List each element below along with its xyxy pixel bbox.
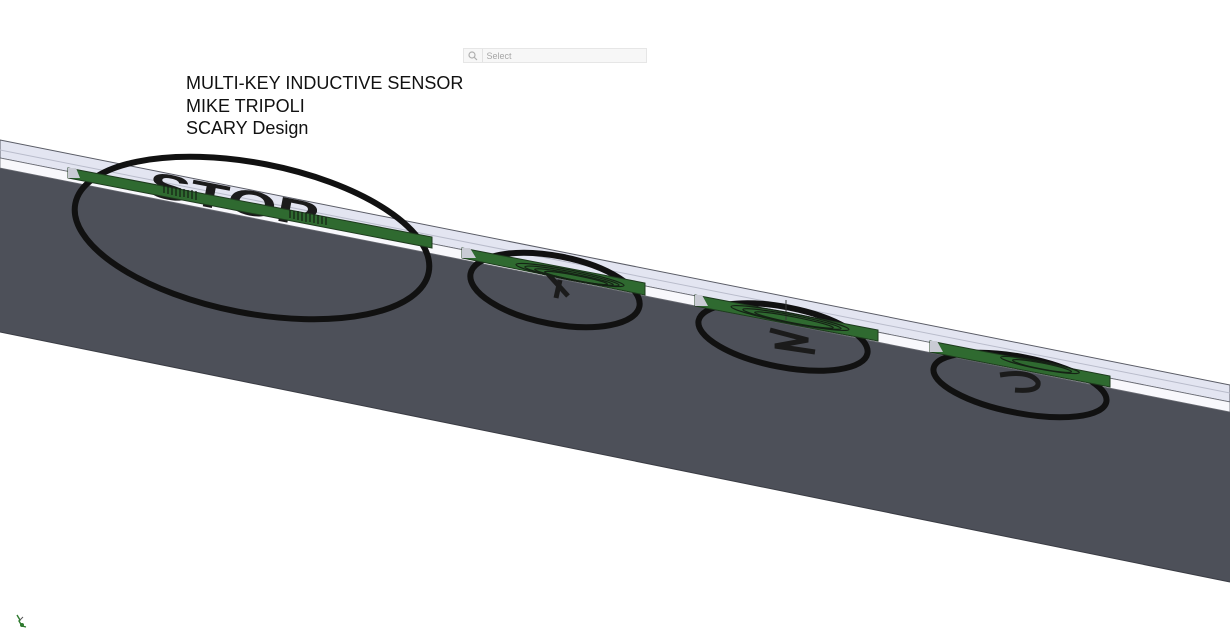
key-stop-ring [71, 153, 433, 323]
command-search-box[interactable] [463, 48, 647, 63]
title-line-1: MULTI-KEY INDUCTIVE SENSOR [186, 73, 464, 93]
key-1-pcb-end [462, 248, 476, 258]
title-note[interactable]: MULTI-KEY INDUCTIVE SENSOR MIKE TRIPOLI … [186, 72, 463, 140]
board-body [0, 165, 1230, 582]
key-2-label [769, 327, 816, 355]
key-stop-pcb-end [68, 168, 80, 178]
title-line-2: MIKE TRIPOLI [186, 95, 305, 116]
key-3-pcb-end [930, 341, 943, 352]
key-2 [694, 294, 879, 374]
key-1 [461, 247, 646, 331]
top-plate-inner-line [0, 149, 1230, 394]
board-bottom-edge [0, 331, 1230, 583]
key-2-pcb-end [695, 295, 708, 306]
key-stop-coil-b [289, 210, 327, 225]
key-3-coil [1000, 355, 1080, 375]
key-1-label [546, 272, 570, 299]
key-1-ring [467, 249, 643, 331]
title-line-3: SCARY Design [186, 118, 309, 138]
search-input[interactable] [482, 49, 646, 62]
key-2-ring [695, 300, 871, 374]
rebuild-status-icon[interactable] [14, 614, 28, 628]
key-3-label [999, 371, 1041, 393]
search-icon[interactable] [464, 49, 483, 62]
key-3-ring [930, 349, 1110, 421]
key-stop-coil-a [163, 185, 197, 200]
key-2-coil [730, 304, 850, 332]
key-3 [929, 340, 1111, 421]
key-1-coil [515, 262, 625, 288]
